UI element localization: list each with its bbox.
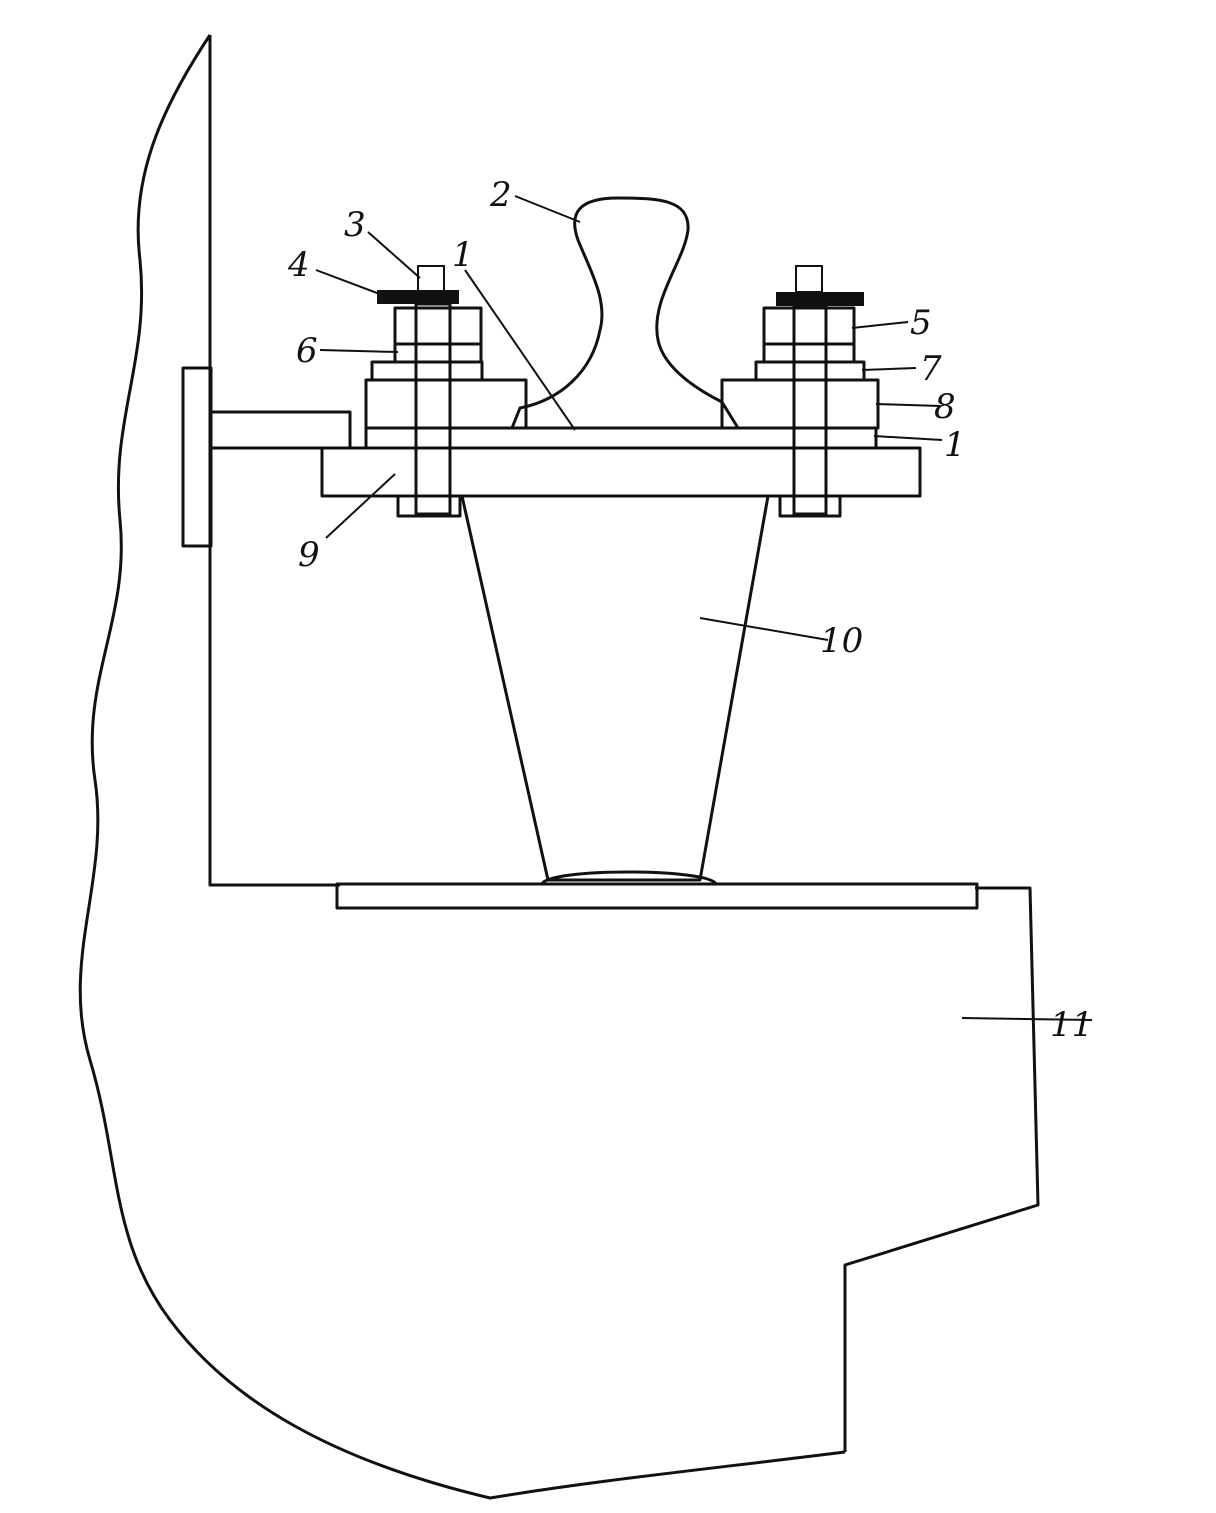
callout-4: 4 xyxy=(287,245,310,285)
callout-7: 7 xyxy=(920,349,942,389)
bolt-3-right xyxy=(792,304,828,516)
clamp-plate-8-right xyxy=(720,378,880,430)
concrete-break-line xyxy=(78,34,846,1500)
clamp-plate-8-left xyxy=(364,378,528,430)
callout-6: 6 xyxy=(296,331,318,371)
block-5-right xyxy=(762,306,856,346)
bolt-3-thread-right xyxy=(795,265,823,293)
nut-4-right xyxy=(776,292,864,306)
rail-2 xyxy=(510,196,740,430)
washer-6-right xyxy=(762,342,856,364)
callout-8: 8 xyxy=(934,387,956,427)
callout-9: 9 xyxy=(298,535,320,575)
pad-7-right xyxy=(754,360,866,382)
recess-outline xyxy=(208,35,340,887)
bolt-head-left xyxy=(396,494,462,518)
elastic-pad-1 xyxy=(364,426,878,450)
angle-vertical-leg xyxy=(181,366,213,548)
callout-10: 10 xyxy=(820,621,863,661)
body-11-outline xyxy=(843,886,1040,1452)
pad-7-left xyxy=(370,360,484,382)
pedestal-10 xyxy=(460,494,770,882)
bolt-3-left xyxy=(414,302,452,516)
callout-1a: 1 xyxy=(452,235,474,275)
angle-horizontal-leg xyxy=(208,410,352,450)
bolt-3-thread-left xyxy=(417,265,445,293)
bolt-head-right xyxy=(778,494,842,518)
leader-lines xyxy=(315,195,1093,1021)
callout-11: 11 xyxy=(1050,1005,1093,1045)
callout-1b: 1 xyxy=(944,425,966,465)
weld-bead xyxy=(540,870,718,886)
washer-6-left xyxy=(393,342,483,364)
callout-3: 3 xyxy=(344,205,366,245)
base-plate-9 xyxy=(320,446,922,498)
block-5-left xyxy=(393,306,483,346)
callout-5: 5 xyxy=(910,303,932,343)
nut-4-left xyxy=(377,290,459,304)
callout-2: 2 xyxy=(489,175,512,215)
bottom-bearing-plate xyxy=(335,882,979,910)
